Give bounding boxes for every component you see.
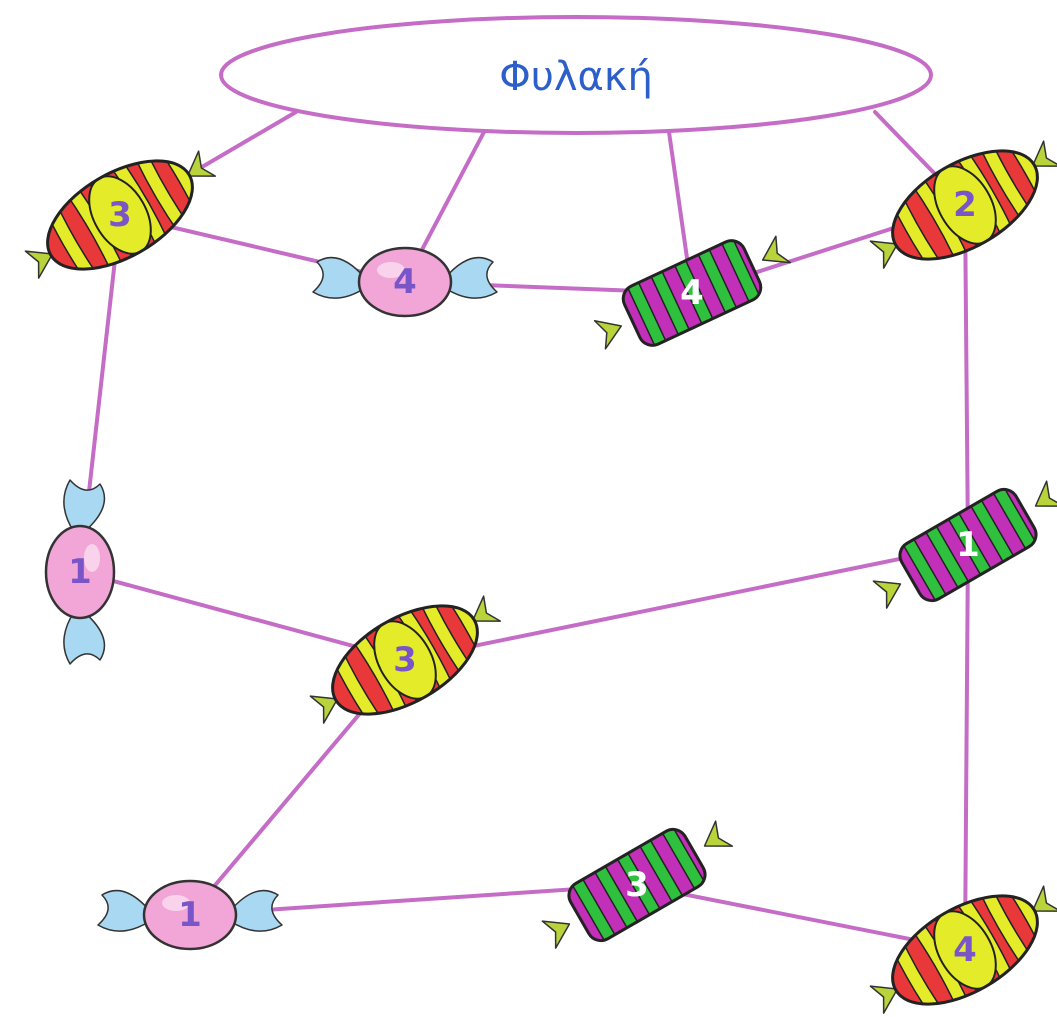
edge-c-topright-to-c-rightmid-green bbox=[963, 203, 970, 547]
edge-c-rightmid-green-to-c-bottomright bbox=[963, 543, 970, 952]
candy-number: 4 bbox=[953, 930, 977, 970]
candy-number: 3 bbox=[625, 865, 649, 905]
candy-number: 3 bbox=[393, 640, 417, 680]
candy-shape bbox=[593, 235, 792, 350]
candy-pink-wrapped-leftmid-pink: 1 bbox=[44, 479, 116, 665]
candy-striped-green-rightmid-green: 1 bbox=[872, 480, 1057, 609]
candy-shape bbox=[97, 879, 283, 951]
candy-striped-green-bottommid-green: 3 bbox=[541, 820, 734, 949]
candy-number: 4 bbox=[680, 273, 704, 313]
prison-node: Φυλακή bbox=[219, 15, 933, 135]
candy-number: 2 bbox=[953, 185, 977, 225]
candy-pink-wrapped-bottomleft-pink: 1 bbox=[97, 879, 283, 951]
candy-striped-yellow-topright: 2 bbox=[869, 128, 1057, 282]
candy-number: 1 bbox=[956, 525, 980, 565]
candy-shape bbox=[541, 820, 734, 949]
candy-pink-wrapped-topmid-pink: 4 bbox=[312, 246, 498, 318]
candy-striped-green-topmid-green: 4 bbox=[593, 235, 792, 350]
candy-shape bbox=[312, 246, 498, 318]
prison-label: Φυλακή bbox=[499, 54, 653, 100]
candy-number: 1 bbox=[178, 895, 202, 935]
candy-striped-yellow-center: 3 bbox=[309, 583, 502, 737]
candies-layer: 3 4 4 2 1 1 3 1 3 4 bbox=[24, 128, 1057, 1017]
edge-c-leftmid-pink-to-c-center bbox=[78, 570, 407, 662]
candy-shape bbox=[309, 583, 502, 737]
prison-ellipse bbox=[219, 15, 933, 135]
candy-striped-yellow-topleft: 3 bbox=[24, 138, 217, 292]
candy-number: 4 bbox=[393, 262, 417, 302]
candy-number: 1 bbox=[68, 552, 92, 592]
edges-layer bbox=[78, 110, 970, 952]
candy-shape bbox=[44, 479, 116, 665]
edge-c-center-to-c-rightmid-green bbox=[403, 543, 970, 662]
candy-striped-yellow-bottomright: 4 bbox=[869, 873, 1057, 1017]
candy-number: 3 bbox=[108, 195, 132, 235]
